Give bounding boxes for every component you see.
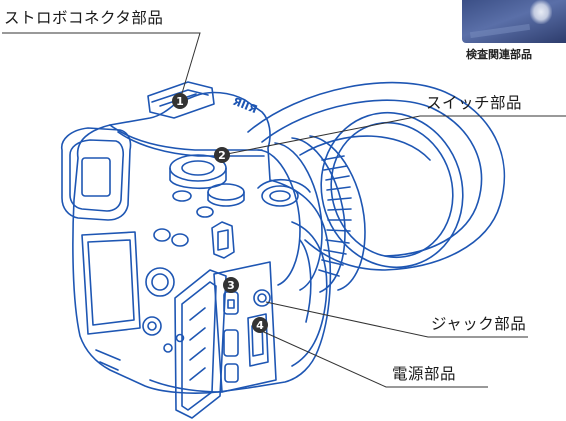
marker-4-text: 4: [256, 319, 264, 332]
label-strobe-connector: ストロボコネクタ部品: [4, 9, 164, 27]
marker-2-text: 2: [218, 149, 226, 162]
shutter-button: [257, 178, 311, 207]
photo-glare: [530, 0, 552, 24]
body-buttons: [142, 221, 235, 353]
lens-hood: [247, 81, 506, 271]
mode-dials: [169, 154, 245, 218]
marker-4: 4: [252, 317, 268, 333]
leader-strobe: [2, 32, 201, 101]
leader-power: [254, 327, 488, 388]
body-bottom: [95, 349, 223, 393]
lens-barrel: [257, 135, 366, 293]
label-power-parts: 電源部品: [392, 365, 457, 383]
leader-switch: [221, 115, 566, 156]
leader-lines: [2, 32, 566, 388]
rear-lcd: [81, 231, 141, 335]
marker-3-text: 3: [227, 279, 235, 292]
camera-brand-text: ЯIIЯ: [231, 95, 259, 116]
viewfinder-eyecup: [61, 127, 132, 221]
marker-3: 3: [223, 277, 239, 293]
port-panel: [213, 261, 277, 393]
inspection-photo: [462, 0, 566, 43]
leader-jack: [265, 301, 528, 338]
marker-1-text: 1: [176, 95, 184, 108]
label-switch-parts: スイッチ部品: [426, 94, 523, 112]
marker-1: 1: [172, 93, 188, 109]
grip: [291, 221, 328, 367]
marker-2: 2: [214, 147, 230, 163]
label-jack-parts: ジャック部品: [431, 315, 527, 333]
label-inspection-parts: 検査関連部品: [466, 48, 532, 61]
